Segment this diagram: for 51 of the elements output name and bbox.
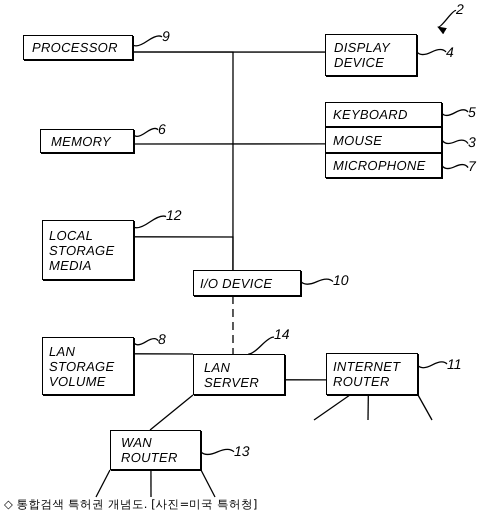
dashed-connector	[232, 296, 234, 354]
leader-line	[132, 35, 162, 46]
reference-numeral: 7	[468, 158, 476, 174]
component-box: MEMORY	[40, 129, 134, 153]
reference-numeral: 9	[162, 28, 170, 44]
component-box: LAN STORAGE VOLUME	[42, 337, 134, 395]
reference-numeral: 12	[166, 207, 182, 223]
reference-numeral: 2	[456, 1, 464, 17]
reference-numeral: 6	[158, 121, 166, 137]
connector-line	[134, 353, 193, 355]
reference-numeral: 4	[446, 44, 454, 60]
reference-numeral: 11	[447, 356, 462, 372]
network-line	[200, 470, 216, 498]
reference-numeral: 13	[234, 443, 250, 459]
component-box: LOCAL STORAGE MEDIA	[42, 220, 134, 280]
connector-line	[134, 143, 325, 145]
component-box: DISPLAY DEVICE	[325, 34, 417, 76]
leader-line	[416, 48, 446, 56]
leader-line	[441, 139, 469, 144]
reference-numeral: 3	[468, 134, 476, 150]
component-box: LAN SERVER	[193, 354, 285, 395]
network-line	[150, 470, 152, 497]
component-box: MOUSE	[325, 127, 442, 153]
leader-line	[134, 338, 158, 346]
leader-line	[442, 164, 468, 170]
leader-line	[248, 336, 274, 355]
network-line	[95, 470, 111, 498]
connector-line	[150, 394, 194, 430]
component-box: PROCESSOR	[23, 35, 133, 60]
leader-line	[442, 109, 468, 116]
network-line	[417, 394, 433, 420]
component-box: INTERNET ROUTER	[326, 353, 418, 395]
connector-line	[285, 379, 326, 381]
leader-line	[418, 361, 448, 368]
leader-line	[200, 448, 234, 456]
reference-numeral: 5	[468, 104, 476, 120]
connector-line	[134, 236, 234, 270]
component-box: WAN ROUTER	[110, 430, 201, 470]
component-box: I/O DEVICE	[193, 270, 301, 296]
figure-caption: ◇ 통합검색 특허권 개념도. [사진=미국 특허청]	[4, 496, 258, 512]
reference-numeral: 10	[333, 272, 349, 288]
component-box: KEYBOARD	[325, 102, 442, 127]
reference-numeral: 14	[274, 326, 290, 342]
network-line	[367, 395, 369, 420]
component-box: MICROPHONE	[325, 153, 442, 178]
leader-line	[134, 128, 158, 137]
leader-line	[300, 278, 334, 285]
network-line	[314, 394, 350, 421]
reference-numeral: 8	[158, 331, 166, 347]
reference-arrow	[437, 10, 456, 33]
leader-line	[134, 215, 166, 228]
